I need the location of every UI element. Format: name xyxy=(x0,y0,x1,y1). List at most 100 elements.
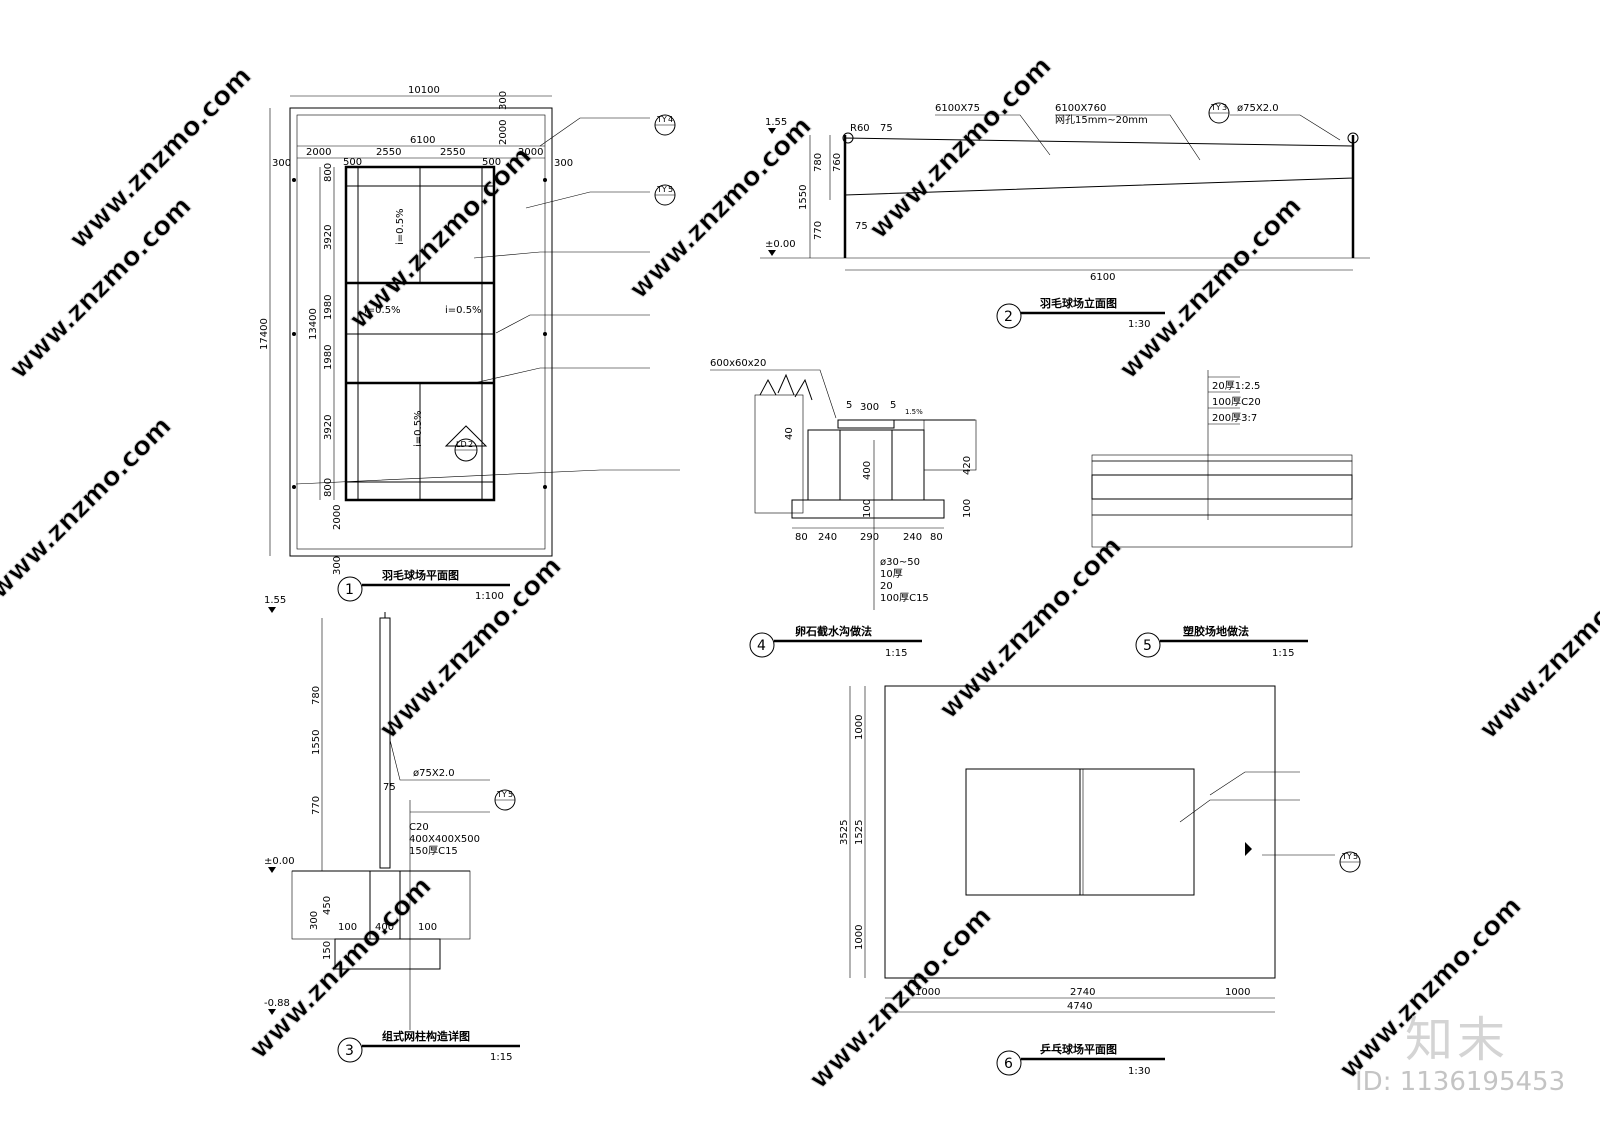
drawing-title: 羽毛球场平面图 xyxy=(382,568,459,582)
ditch-label: 20 xyxy=(880,581,893,592)
soil-layer xyxy=(754,394,804,514)
tag-code: LD xyxy=(456,440,467,449)
watermark-text: www.znzmo.com xyxy=(1474,551,1600,745)
tag-code: TY xyxy=(496,790,507,799)
dim-label: 450 xyxy=(322,896,333,915)
layer-label: 100厚C20 xyxy=(1212,396,1261,408)
elevation-label: 1.55 xyxy=(264,595,286,606)
dim-label: 800 xyxy=(323,478,334,497)
dim-label: 760 xyxy=(832,153,843,172)
dim-label: 75 xyxy=(880,123,893,134)
drawing-number: 1 xyxy=(345,582,354,598)
drawing-number: 2 xyxy=(1004,309,1013,325)
drawing-title: 塑胶场地做法 xyxy=(1183,624,1249,638)
dim-label: 770 xyxy=(813,221,824,240)
drawing-title: 羽毛球场立面图 xyxy=(1040,296,1117,310)
dim-label: 5 xyxy=(890,400,896,411)
dim-label: 300 xyxy=(272,158,291,169)
tag-num: 3 xyxy=(1222,103,1227,112)
drawing-title-3: 3 组式网柱构造详图 1:15 xyxy=(337,1029,520,1063)
dim-label: 300 xyxy=(498,91,509,110)
grass-plants xyxy=(759,373,813,401)
watermark-text: www.znzmo.com xyxy=(0,411,178,605)
watermark-text: www.znzmo.com xyxy=(934,531,1128,725)
dim-label: 6100 xyxy=(410,135,435,146)
dim-label: 80 xyxy=(795,532,808,543)
slope-label: i=0.5% xyxy=(413,410,424,447)
net-post-detail: 780 1550 770 1.55 ±0.00 -0.88 75 450 300… xyxy=(264,595,520,1063)
dim-label: 100 xyxy=(862,499,873,518)
dim-label: 300 xyxy=(332,556,343,575)
slope-label: i=0.5% xyxy=(395,208,406,245)
court-outer-boundary xyxy=(289,107,553,557)
post-label: 150厚C15 xyxy=(409,845,458,857)
dim-label: 2740 xyxy=(1070,987,1095,998)
badminton-net-elevation: 6100 1.55 ±0.00 780 760 1550 770 75 R60 … xyxy=(760,102,1370,330)
dim-label: 780 xyxy=(311,686,322,705)
dim-label: 5 xyxy=(846,400,852,411)
dim-label: 1.5% xyxy=(905,408,923,416)
dim-label: 40 xyxy=(784,427,795,440)
dim-label: 800 xyxy=(323,163,334,182)
dim-label: 13400 xyxy=(308,308,319,340)
dim-label: 75 xyxy=(383,782,396,793)
elevation-label: ±0.00 xyxy=(264,856,295,867)
post-label: C20 xyxy=(409,822,429,833)
drawing-title: 组式网柱构造详图 xyxy=(382,1029,470,1043)
dim-label: 770 xyxy=(311,796,322,815)
drawing-title: 卵石截水沟做法 xyxy=(795,624,872,638)
drawing-scale: 1:30 xyxy=(1128,319,1150,330)
dim-label: 3920 xyxy=(323,225,334,250)
net-label: ø75X2.0 xyxy=(1237,103,1279,114)
dim-label: 300 xyxy=(860,402,879,413)
dim-label: 240 xyxy=(818,532,837,543)
tag-code: TY xyxy=(656,115,667,124)
tag-num: 5 xyxy=(508,790,513,799)
dim-label: 300 xyxy=(309,911,320,930)
dim-label: 2550 xyxy=(440,147,465,158)
dim-label: 400 xyxy=(862,461,873,480)
dim-label: 780 xyxy=(813,153,824,172)
detail-tag-ty4: TY 4 xyxy=(654,114,676,136)
dim-label: 2000 xyxy=(518,147,543,158)
rubber-surface-section: 20厚1:2.5 100厚C20 200厚3:7 5 塑胶场地做法 1:15 xyxy=(1091,370,1353,659)
slope-label: i=0.5% xyxy=(364,305,401,316)
drawing-title-5: 5 塑胶场地做法 1:15 xyxy=(1135,624,1308,659)
dim-label: 400 xyxy=(375,922,394,933)
watermark-text: www.znzmo.com xyxy=(624,111,818,305)
drawing-title-1: 1 羽毛球场平面图 1:100 xyxy=(337,568,510,602)
dim-label: 100 xyxy=(338,922,357,933)
dim-label: 80 xyxy=(930,532,943,543)
document-id: ID: 1136195453 xyxy=(1355,1067,1566,1097)
dim-label: 1550 xyxy=(311,730,322,755)
ditch-label: ø30~50 xyxy=(880,557,920,568)
drawing-scale: 1:100 xyxy=(475,591,504,602)
elevation-label: -0.88 xyxy=(264,998,290,1009)
dim-label: 1525 xyxy=(854,820,865,845)
table-tennis-area xyxy=(884,685,1276,979)
dim-label: 3920 xyxy=(323,415,334,440)
tag-num: 4 xyxy=(668,115,673,124)
dim-label: 17400 xyxy=(259,318,270,350)
net-label: 网孔15mm~20mm xyxy=(1055,114,1148,126)
slope-label: i=0.5% xyxy=(445,305,482,316)
drawing-number: 4 xyxy=(757,638,766,654)
tag-code: TY xyxy=(1341,852,1352,861)
dim-label: 290 xyxy=(860,532,879,543)
drawing-scale: 1:15 xyxy=(1272,648,1294,659)
watermark-logo: 知末 xyxy=(1405,1012,1510,1068)
drawing-scale: 1:15 xyxy=(490,1052,512,1063)
dim-label: 4740 xyxy=(1067,1001,1092,1012)
dim-label: 3525 xyxy=(839,820,850,845)
detail-tag-ty5: TY 5 xyxy=(654,184,676,206)
watermark-text: www.znzmo.com xyxy=(1114,191,1308,385)
dim-label: 2000 xyxy=(306,147,331,158)
table-tennis-plan: 1000 1525 1000 3525 1000 2740 1000 4740 … xyxy=(839,685,1361,1077)
ditch-label: 100厚C15 xyxy=(880,592,929,604)
drawing-title-2: 2 羽毛球场立面图 1:30 xyxy=(996,296,1165,330)
dim-label: 2550 xyxy=(376,147,401,158)
dim-label: 75 xyxy=(855,221,868,232)
post-label: 400X400X500 xyxy=(409,834,480,845)
dim-label: 100 xyxy=(962,499,973,518)
dim-label: 1550 xyxy=(798,185,809,210)
